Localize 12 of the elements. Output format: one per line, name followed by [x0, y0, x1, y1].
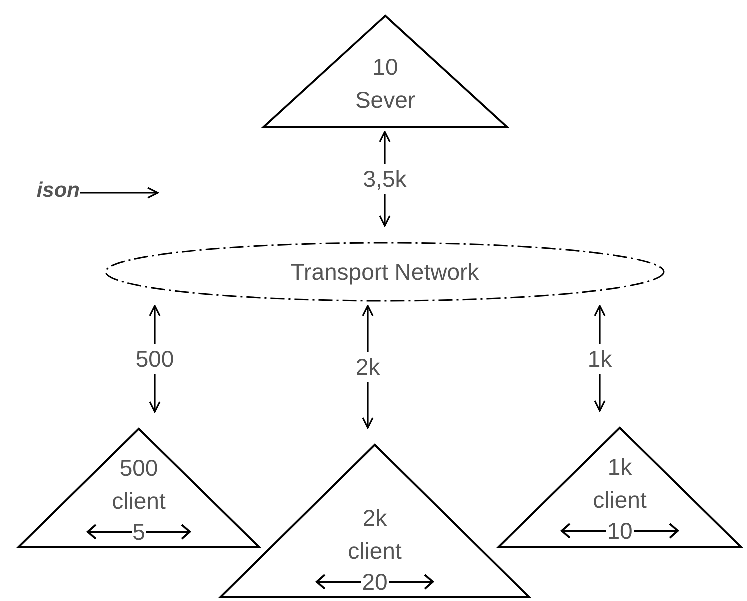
arrow: [80, 187, 159, 199]
node-label: 1k client: [592, 453, 648, 515]
node-label: 10 Sever: [354, 53, 417, 115]
node-label: 2k client: [347, 504, 403, 566]
side-label: ison: [36, 179, 80, 203]
edge-label: 500: [134, 344, 176, 374]
measure-label: 10: [606, 517, 634, 545]
node-label: 500 client: [111, 454, 167, 516]
edge-label: 3,5k: [361, 164, 409, 194]
measure-label: 5: [132, 518, 146, 546]
measure-label: 20: [361, 568, 389, 596]
network-label: Transport Network: [290, 258, 480, 287]
